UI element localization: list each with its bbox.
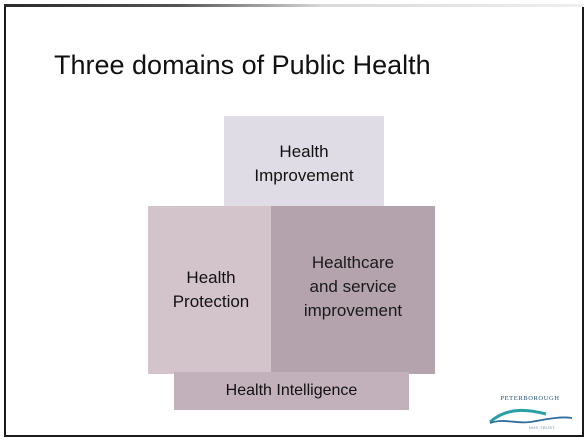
logo-subtext: NHS TRUST [529,425,556,430]
health-intelligence-label: Health Intelligence [225,382,358,399]
peterborough-logo-icon: PETERBOROUGH NHS TRUST [489,395,573,430]
health-protection-box: Health Protection [148,206,274,374]
healthcare-service-improvement-box: Healthcare and service improvement [271,206,435,374]
healthcare-service-improvement-label: Healthcare and service improvement [303,253,403,320]
slide-title: Three domains of Public Health [54,50,431,80]
health-intelligence-box: Health Intelligence [174,372,409,410]
health-improvement-box: Health Improvement [224,116,384,212]
health-improvement-label: Health Improvement [254,142,354,185]
logo-text: PETERBOROUGH [500,395,559,402]
slide: Three domains of Public Health Health Im… [4,4,584,437]
health-protection-label: Health Protection [172,268,250,311]
